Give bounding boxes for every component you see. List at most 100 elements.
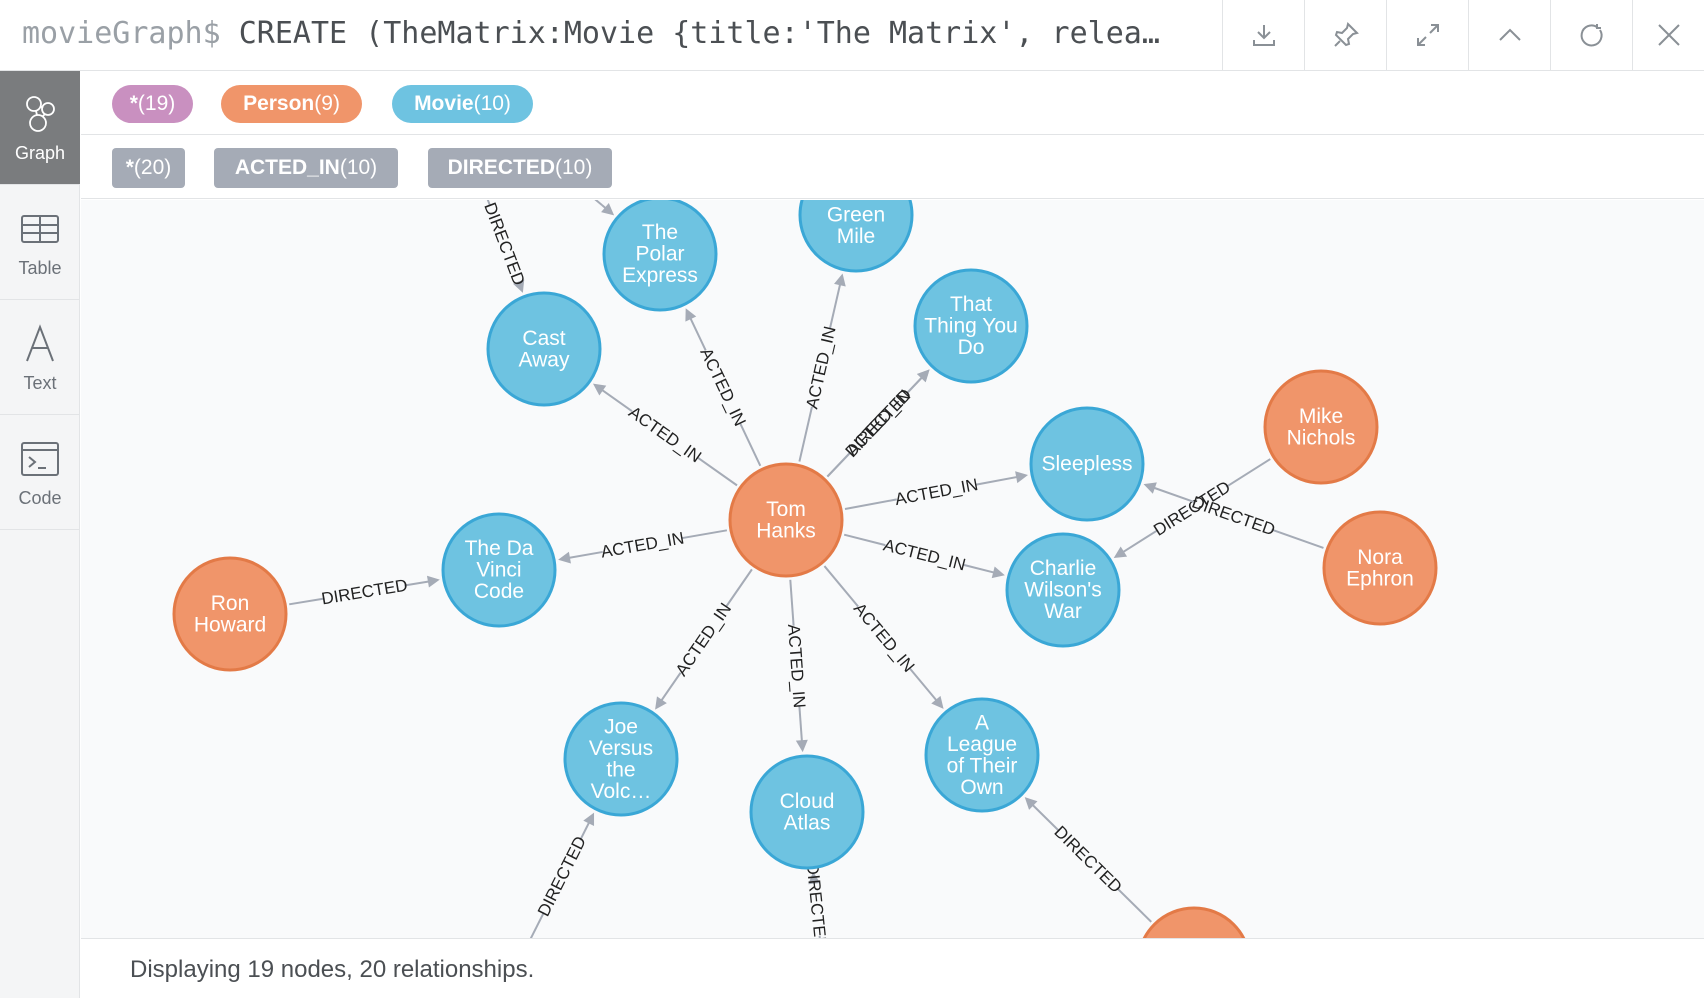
rel-tag-acted-in[interactable]: ACTED_IN(10): [214, 148, 398, 188]
edge-line: [697, 456, 738, 487]
fullscreen-button[interactable]: [1386, 0, 1468, 70]
edge-line: [963, 563, 998, 575]
node-caption: Vinci: [476, 559, 521, 582]
node-caption: Do: [958, 336, 985, 359]
edge-label: DIRECTED: [1050, 822, 1125, 897]
edge-arrowhead: [593, 383, 607, 396]
relationship-edge[interactable]: ACTED_IN: [798, 273, 846, 462]
label-pill-all[interactable]: *(19): [112, 85, 193, 123]
movie-node[interactable]: JoeVersustheVolc…: [563, 701, 679, 817]
refresh-icon: [1580, 24, 1603, 47]
node-circle: [1322, 510, 1438, 626]
query-prompt: movieGraph$: [22, 16, 221, 51]
relationship-edge[interactable]: ACTED_IN: [558, 528, 728, 564]
node-circle: [728, 462, 844, 578]
person-node[interactable]: [1138, 906, 1250, 938]
label-pill-person[interactable]: Person(9): [221, 85, 362, 123]
node-caption: Nora: [1357, 546, 1403, 569]
label-pill-movie[interactable]: Movie(10): [392, 85, 533, 123]
relationship-edge[interactable]: ACTED_IN: [784, 579, 809, 753]
relationship-edge[interactable]: DIRECTED: [480, 200, 529, 293]
node-caption: Volc…: [591, 780, 652, 803]
node-caption: Ron: [211, 592, 250, 615]
node-circle: [798, 200, 914, 273]
sidebar-item-graph[interactable]: Graph: [0, 71, 80, 185]
node-circle: [913, 268, 1029, 384]
movie-node[interactable]: Sleepless: [1029, 406, 1145, 522]
relationship-edge[interactable]: DIRECTED: [803, 862, 831, 938]
edge-label: ACTED_IN: [625, 402, 705, 466]
edge-label: ACTED_IN: [672, 600, 735, 680]
relationship-edge[interactable]: ACTED_IN: [685, 308, 762, 467]
label-pill-count: (10): [473, 92, 511, 115]
node-circle: [1263, 369, 1379, 485]
sidebar-item-code[interactable]: Code: [0, 416, 80, 530]
relationship-edge[interactable]: DIRECTED: [289, 576, 440, 609]
node-caption: of Their: [947, 754, 1018, 777]
relationship-edge[interactable]: DIRECTED: [529, 812, 595, 938]
edge-line: [844, 498, 897, 511]
node-caption: Nichols: [1287, 426, 1356, 449]
edge-arrowhead: [1024, 797, 1038, 810]
rel-tag-name: *: [125, 156, 134, 179]
edge-line: [1271, 528, 1324, 549]
edge-line: [823, 565, 859, 608]
relationship-edge[interactable]: ACTED_IN: [823, 565, 944, 709]
sidebar-item-table[interactable]: Table: [0, 186, 80, 300]
node-caption: Own: [960, 776, 1003, 799]
close-icon: [1657, 24, 1680, 46]
node-circle: [1142, 906, 1246, 938]
movie-node[interactable]: TheGreenMile: [798, 200, 914, 273]
edge-label: DIRECTED: [480, 200, 528, 288]
edge-arrowhead: [558, 551, 571, 564]
pin-button[interactable]: [1304, 0, 1386, 70]
node-circle: [486, 291, 602, 407]
query-editor[interactable]: movieGraph$ CREATE (TheMatrix:Movie {tit…: [22, 0, 1217, 70]
relationship-edge[interactable]: ACTED_IN: [843, 533, 1005, 579]
collapse-button[interactable]: [1468, 0, 1550, 70]
relationship-edge[interactable]: ACTED_IN: [593, 383, 738, 487]
rel-tag-all[interactable]: *(20): [112, 148, 185, 188]
relationship-edge[interactable]: ACTED_IN: [844, 471, 1029, 511]
rerun-button[interactable]: [1550, 0, 1632, 70]
rel-tag-name: DIRECTED: [447, 156, 555, 179]
edge-line: [798, 706, 804, 745]
edge-label: DIRECTED: [803, 862, 831, 938]
relationship-edge[interactable]: DIRECTED: [1024, 797, 1152, 923]
node-caption: A: [975, 711, 989, 734]
relationship-edge[interactable]: DIRECTED: [826, 369, 930, 478]
rel-tag-name: ACTED_IN: [234, 156, 340, 179]
relationship-edge[interactable]: [590, 200, 615, 216]
edge-line: [1119, 529, 1159, 555]
sidebar-item-label: Table: [18, 258, 62, 278]
node-caption: The: [838, 200, 874, 205]
node-caption: Thing You: [924, 315, 1017, 338]
edge-line: [843, 533, 886, 547]
edge-line: [909, 667, 940, 704]
relationship-edge[interactable]: ACTED_IN: [655, 568, 753, 710]
node-caption: Ephron: [1346, 567, 1414, 590]
node-caption: Cast: [522, 327, 565, 350]
code-icon: [18, 436, 62, 482]
download-button[interactable]: [1222, 0, 1304, 70]
close-button[interactable]: [1632, 0, 1704, 70]
sidebar-item-text[interactable]: Text: [0, 301, 80, 415]
rel-tag-count: (10): [339, 156, 378, 179]
node-circle: [924, 697, 1040, 813]
rel-tag-directed[interactable]: DIRECTED(10): [428, 148, 612, 188]
node-caption: Atlas: [784, 811, 831, 834]
